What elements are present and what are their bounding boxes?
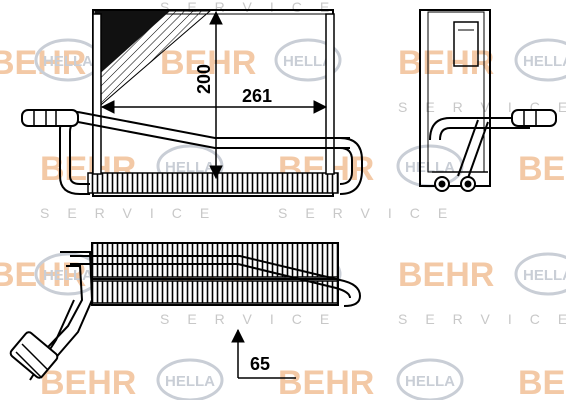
behr-watermark: BEHR: [518, 364, 566, 400]
svg-text:HELLA: HELLA: [523, 53, 566, 70]
service-watermark: SERVICE: [398, 311, 566, 327]
hella-logo: HELLA: [274, 38, 342, 82]
side-port: [453, 21, 479, 67]
svg-text:HELLA: HELLA: [405, 373, 455, 390]
service-watermark: SERVICE: [40, 205, 227, 221]
svg-text:HELLA: HELLA: [405, 159, 455, 176]
behr-watermark: BEHR: [518, 150, 566, 188]
hella-logo: HELLA: [514, 252, 566, 296]
pipe-fitting: [21, 109, 79, 127]
hella-logo: HELLA: [156, 358, 224, 400]
svg-text:HELLA: HELLA: [165, 373, 215, 390]
svg-text:HELLA: HELLA: [283, 53, 333, 70]
side-view-outline: [419, 9, 491, 187]
fin-row: [91, 280, 339, 304]
svg-text:HELLA: HELLA: [165, 159, 215, 176]
height-dimension-label: 200: [194, 64, 214, 94]
behr-watermark: BEHR: [398, 256, 494, 294]
svg-text:HELLA: HELLA: [523, 267, 566, 284]
depth-dimension-label: 65: [250, 354, 270, 374]
hella-logo: HELLA: [514, 38, 566, 82]
svg-text:HELLA: HELLA: [43, 53, 93, 70]
fin-row: [91, 242, 339, 278]
service-watermark: SERVICE: [160, 311, 347, 327]
hella-logo: HELLA: [396, 358, 464, 400]
width-dimension-label: 261: [242, 86, 272, 106]
top-view: [9, 242, 362, 381]
behr-watermark: BEHR: [40, 364, 136, 400]
behr-watermark: BEHR: [160, 44, 256, 82]
hella-logo: HELLA: [396, 144, 464, 188]
pipe-fitting: [511, 109, 557, 127]
dimension-markers: [100, 10, 328, 180]
depth-dimension-marker: [231, 328, 296, 379]
fin-strip: [87, 172, 339, 194]
svg-text:HELLA: HELLA: [43, 267, 93, 284]
behr-watermark: BEHR: [398, 44, 494, 82]
behr-watermark: BEHR: [278, 364, 374, 400]
service-watermark: SERVICE: [278, 205, 465, 221]
side-view: [419, 9, 557, 192]
behr-watermark: BEHR: [0, 44, 86, 82]
